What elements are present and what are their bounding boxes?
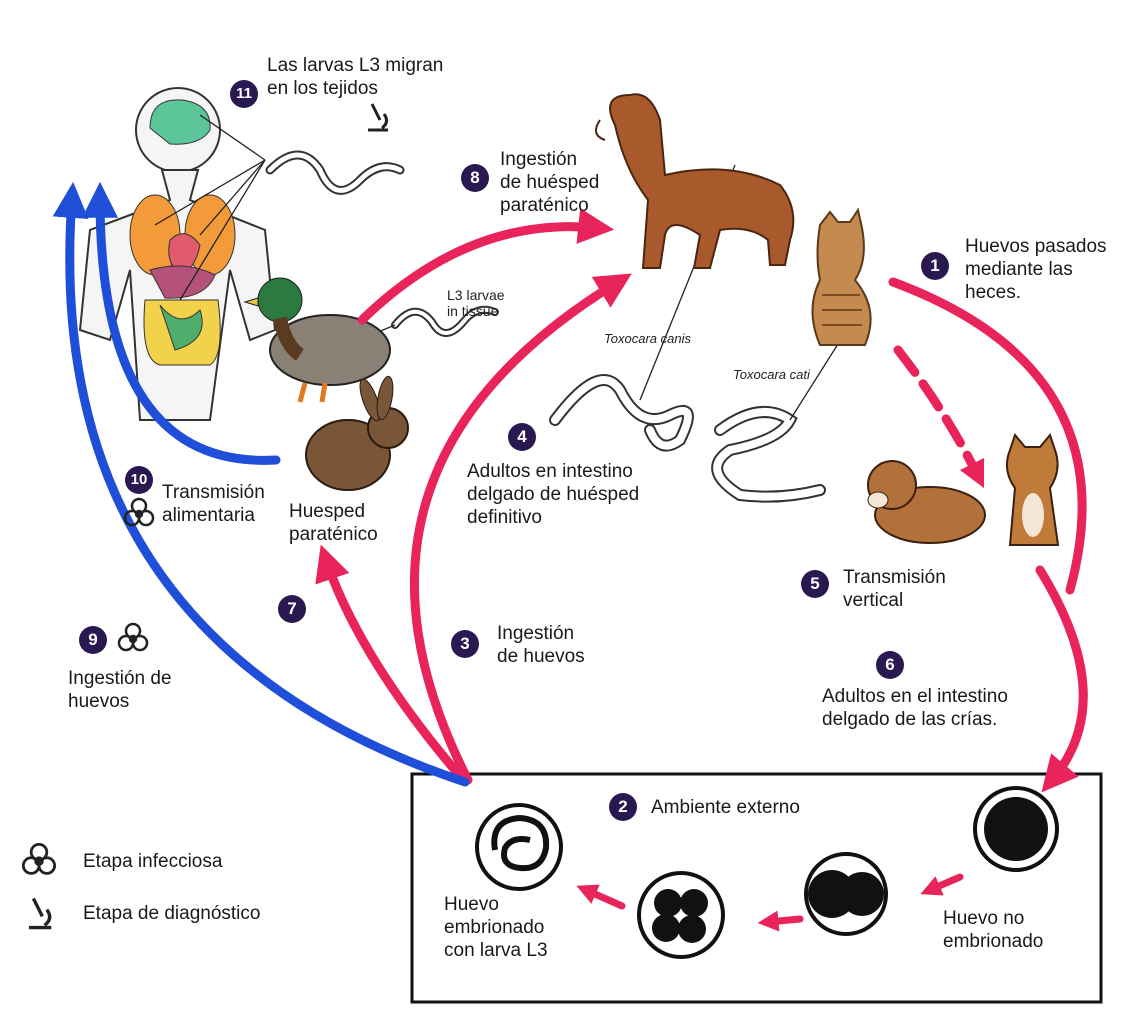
arrow-3 bbox=[414, 282, 618, 780]
label-toxocara-cati: Toxocara cati bbox=[733, 367, 810, 382]
step-badge-9: 9 bbox=[79, 626, 107, 654]
legend-microscope-icon bbox=[22, 894, 56, 932]
biohazard-icon bbox=[122, 496, 156, 530]
arrow-egg-b bbox=[768, 919, 800, 922]
step-badge-2: 2 bbox=[609, 793, 637, 821]
step-badge-8: 8 bbox=[461, 164, 489, 192]
label-step-2: Ambiente externo bbox=[651, 796, 800, 819]
step-badge-7: 7 bbox=[278, 595, 306, 623]
legend-infectious: Etapa infecciosa bbox=[83, 850, 222, 873]
arrow-egg-c bbox=[586, 890, 622, 906]
arrow-5 bbox=[898, 350, 978, 476]
egg-embryonated-larva bbox=[477, 805, 561, 889]
puppy bbox=[868, 461, 985, 543]
step-badge-3: 3 bbox=[451, 630, 479, 658]
l3-worm-human bbox=[270, 155, 400, 190]
microscope-icon bbox=[362, 100, 392, 134]
step-badge-10: 10 bbox=[125, 466, 153, 494]
egg-unembryonated bbox=[975, 788, 1057, 870]
step-badge-4: 4 bbox=[508, 423, 536, 451]
label-toxocara-canis: Toxocara canis bbox=[604, 331, 691, 346]
cat bbox=[813, 210, 871, 345]
dog bbox=[596, 94, 793, 268]
step-badge-1: 1 bbox=[921, 252, 949, 280]
egg-morula bbox=[639, 873, 723, 957]
legend-diagnostic: Etapa de diagnóstico bbox=[83, 902, 260, 925]
arrow-7 bbox=[326, 560, 465, 782]
arrow-egg-a bbox=[930, 877, 960, 890]
step-badge-5: 5 bbox=[801, 570, 829, 598]
step-badge-6: 6 bbox=[876, 651, 904, 679]
legend-biohazard-icon bbox=[20, 841, 58, 879]
arrow-6 bbox=[1040, 570, 1083, 780]
kitten bbox=[1007, 435, 1058, 545]
human-body bbox=[80, 88, 275, 420]
egg-two-cell bbox=[806, 854, 886, 934]
biohazard-icon bbox=[116, 621, 150, 655]
step-badge-11: 11 bbox=[230, 80, 258, 108]
